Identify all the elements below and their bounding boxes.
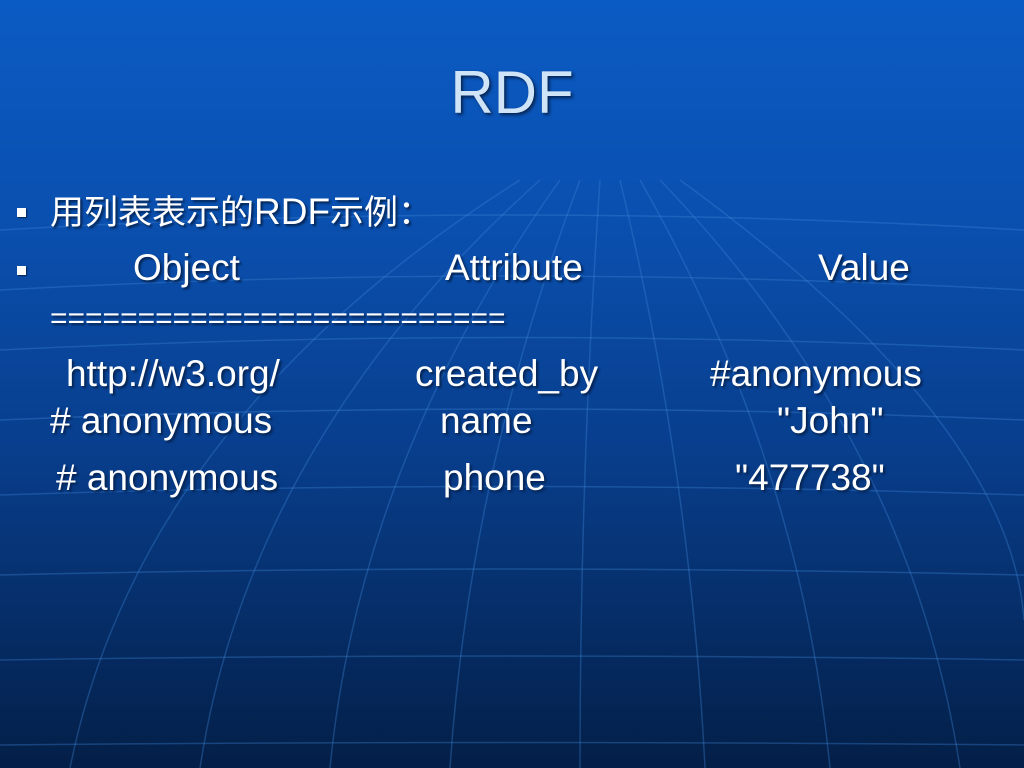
intro-text-cjk-suffix: 示例： <box>330 193 433 233</box>
slide-title: RDF <box>450 59 574 126</box>
header-value: Value <box>818 247 910 288</box>
row-2-value: "John" <box>777 400 884 441</box>
intro-text-rdf: RDF <box>254 191 331 232</box>
header-attribute: Attribute <box>445 247 583 288</box>
separator-line: ========================== <box>50 302 506 335</box>
bullet-icon <box>17 208 26 217</box>
row-3-object: # anonymous <box>56 457 279 498</box>
row-1-object: http://w3.org/ <box>66 353 280 394</box>
row-1-value: #anonymous <box>710 353 922 394</box>
row-2-object: # anonymous <box>50 400 273 441</box>
row-3-attribute: phone <box>443 457 546 498</box>
header-object: Object <box>133 247 240 288</box>
intro-text-cjk: 用列表表示的 <box>50 193 254 233</box>
row-1-attribute: created_by <box>415 353 599 394</box>
bullet-icon <box>17 266 26 275</box>
row-3-value: "477738" <box>735 457 885 498</box>
row-2-attribute: name <box>440 400 533 441</box>
intro-line: 用列表表示的RDF示例： <box>50 190 432 235</box>
